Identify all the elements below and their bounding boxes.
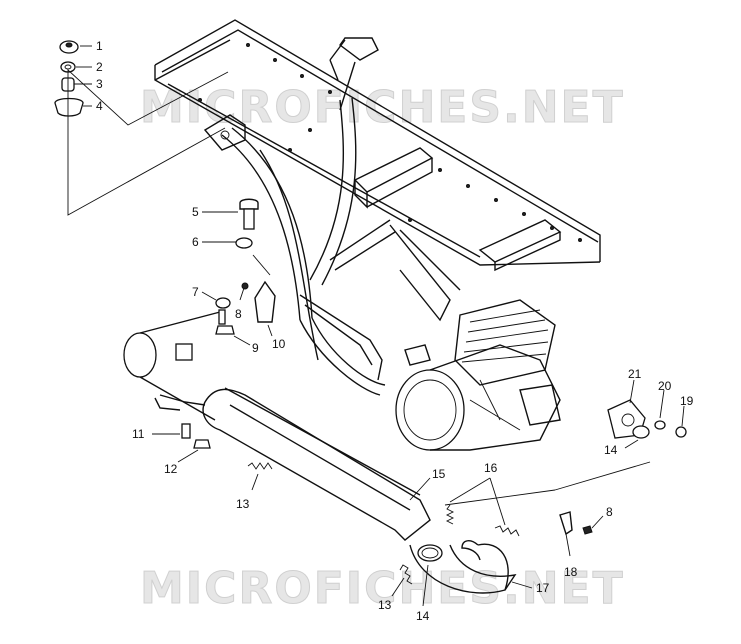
callout-13-upper: 13 bbox=[236, 497, 250, 511]
callout-16: 16 bbox=[484, 461, 498, 475]
callout-8-lower: 8 bbox=[606, 505, 613, 519]
callout-1: 1 bbox=[96, 39, 103, 53]
callout-labels: 1 2 3 4 5 6 7 8 9 10 11 12 13 15 16 14 2… bbox=[96, 39, 694, 623]
callout-18: 18 bbox=[564, 565, 578, 579]
callout-6: 6 bbox=[192, 235, 199, 249]
callout-19: 19 bbox=[680, 394, 694, 408]
frame-assembly bbox=[154, 19, 601, 396]
callout-17: 17 bbox=[536, 581, 550, 595]
callout-3: 3 bbox=[96, 77, 103, 91]
callout-15: 15 bbox=[432, 467, 446, 481]
callout-7: 7 bbox=[192, 285, 199, 299]
watermark-top: MICROFICHES.NET bbox=[140, 82, 625, 133]
callout-21: 21 bbox=[628, 367, 642, 381]
callout-14-right: 14 bbox=[604, 443, 618, 457]
callout-5: 5 bbox=[192, 205, 199, 219]
callout-8-upper: 8 bbox=[235, 307, 242, 321]
frame-holes bbox=[198, 43, 582, 242]
callout-2: 2 bbox=[96, 60, 103, 74]
callout-14-lower: 14 bbox=[416, 609, 430, 623]
watermark-bottom: MICROFICHES.NET bbox=[140, 563, 625, 614]
leader-lines bbox=[67, 45, 685, 607]
callout-13-lower: 13 bbox=[378, 598, 392, 612]
muffler bbox=[123, 311, 517, 594]
callout-11: 11 bbox=[132, 427, 145, 441]
callout-20: 20 bbox=[658, 379, 672, 393]
engine bbox=[395, 299, 561, 451]
callout-12: 12 bbox=[164, 462, 178, 476]
hardware bbox=[54, 40, 687, 585]
callout-9: 9 bbox=[252, 341, 259, 355]
callout-4: 4 bbox=[96, 99, 103, 113]
callout-10: 10 bbox=[272, 337, 286, 351]
